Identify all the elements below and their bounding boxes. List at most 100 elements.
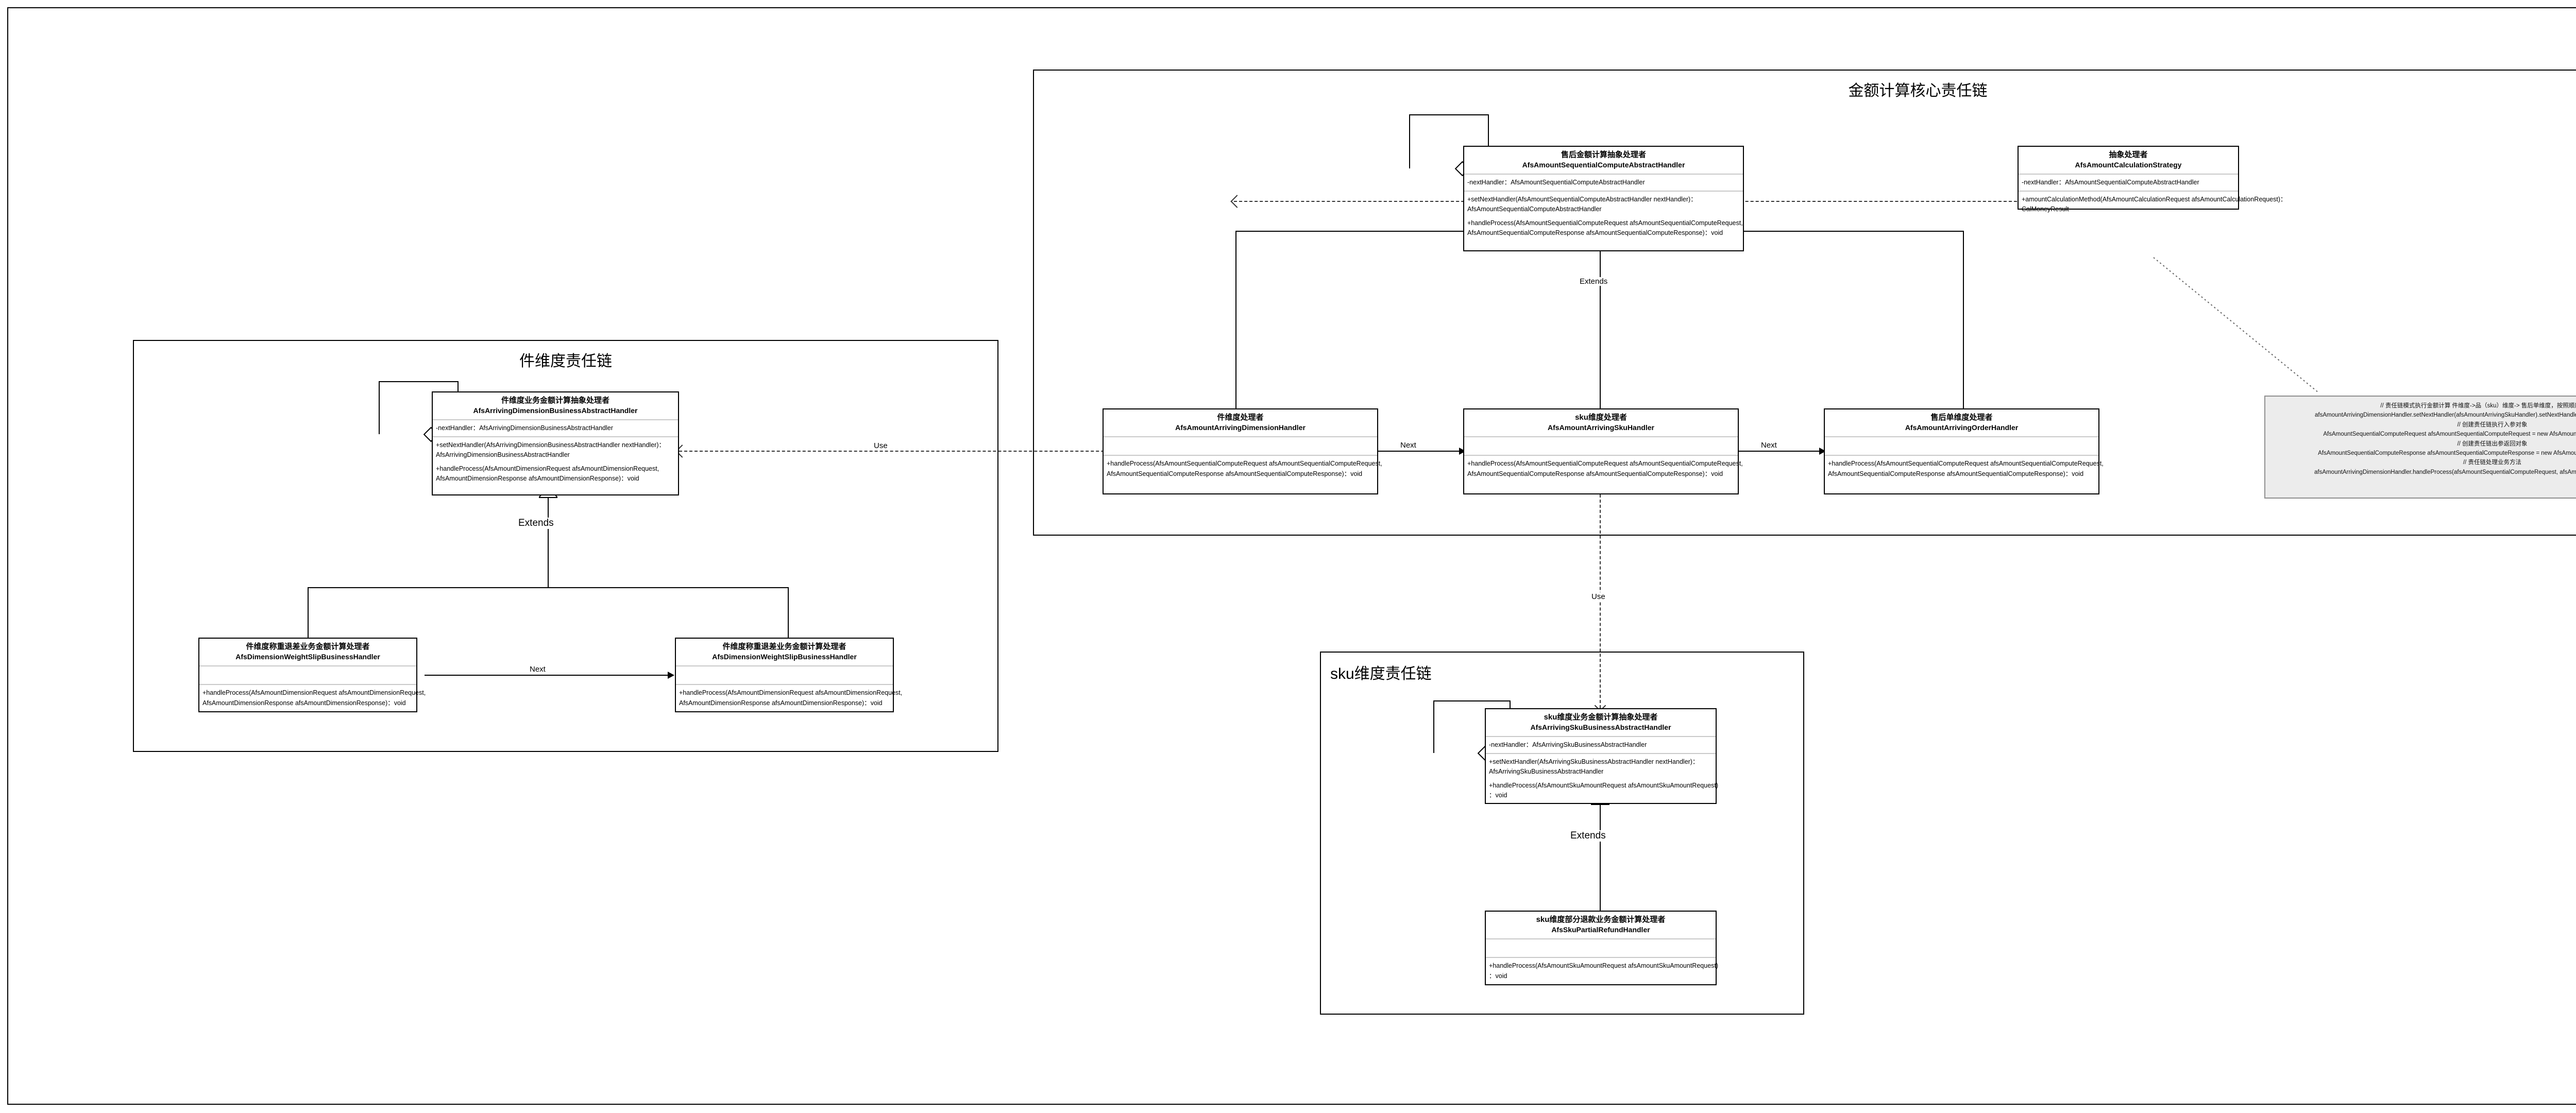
class-afs-amount-calculation-strategy[interactable]: 抽象处理者 AfsAmountCalculationStrategy -next… <box>2018 146 2287 213</box>
class-afs-amount-arriving-sku-handler[interactable]: sku维度处理者 AfsAmountArrivingSkuHandler +ha… <box>1463 408 1743 494</box>
class-attributes: -nextHandler：AfsArrivingSkuBusinessAbstr… <box>1486 737 1716 754</box>
use-line-dimension <box>679 451 1207 452</box>
note-line: afsAmountArrivingDimensionHandler.setNex… <box>2314 412 2576 419</box>
sku-extends-label: Extends <box>1567 830 1609 842</box>
class-afs-sku-partial-refund-handler[interactable]: sku维度部分退款业务金额计算处理者 AfsSkuPartialRefundHa… <box>1485 911 1719 985</box>
use-line-sku <box>1600 494 1601 708</box>
class-title-cn: 件维度称重退差业务金额计算处理者 <box>246 642 370 651</box>
operation-row: +handleProcess(AfsAmountDimensionRequest… <box>679 688 903 708</box>
class-afs-dimension-weight-slip-business-handler-left[interactable]: 件维度称重退差业务金额计算处理者 AfsDimensionWeightSlipB… <box>198 638 426 712</box>
class-afs-amount-arriving-order-handler[interactable]: 售后单维度处理者 AfsAmountArrivingOrderHandler +… <box>1824 408 2104 494</box>
operation-row: +handleProcess(AfsAmountSequentialComput… <box>1467 218 1743 238</box>
group-title-sku-chain: sku维度责任链 <box>1330 665 1432 682</box>
left-extends-label: Extends <box>515 518 557 529</box>
extends-branch-right <box>1963 231 1964 408</box>
class-header: 件维度处理者 AfsAmountArrivingDimensionHandler <box>1104 409 1377 438</box>
class-attributes <box>676 666 893 686</box>
class-attributes <box>1464 437 1738 456</box>
note-line: // 责任链模式执行金额计算 件维度->品（sku）维度-> 售后单维度，按照顺… <box>2380 403 2576 409</box>
code-note: // 责任链模式执行金额计算 件维度->品（sku）维度-> 售后单维度，按照顺… <box>2264 396 2576 499</box>
attribute-row: -nextHandler：AfsAmountSequentialComputeA… <box>2022 179 2199 186</box>
note-line: AfsAmountSequentialComputeResponse afsAm… <box>2318 450 2576 456</box>
left-extends-branch-a <box>308 587 309 638</box>
operation-line: AfsAmountSequentialComputeResponse afsAm… <box>1828 470 2084 477</box>
class-operations: +setNextHandler(AfsAmountSequentialCompu… <box>1464 192 1743 250</box>
class-afs-arriving-dimension-business-abstract[interactable]: 件维度业务金额计算抽象处理者 AfsArrivingDimensionBusin… <box>432 391 679 495</box>
operation-line: CalMoneyResult <box>2022 206 2069 213</box>
operation-line: +setNextHandler(AfsArrivingDimensionBusi… <box>436 441 665 449</box>
class-header: sku维度处理者 AfsAmountArrivingSkuHandler <box>1464 409 1738 438</box>
operation-line: ：void <box>1489 972 1507 980</box>
operation-line: AfsArrivingDimensionBusinessAbstractHand… <box>436 451 570 459</box>
class-header: 件维度业务金额计算抽象处理者 AfsArrivingDimensionBusin… <box>433 392 678 421</box>
class-title-cn: sku维度业务金额计算抽象处理者 <box>1544 713 1658 722</box>
class-operations: +amountCalculationMethod(AfsAmountCalcul… <box>2019 192 2287 219</box>
group-amount-core-chain: 金额计算核心责任链 <box>1033 70 2576 536</box>
class-attributes: -nextHandler：AfsAmountSequentialComputeA… <box>2019 175 2238 192</box>
operation-line: AfsAmountSequentialComputeResponse afsAm… <box>1107 470 1363 477</box>
sku-extends-line <box>1600 802 1601 912</box>
class-afs-arriving-sku-business-abstract[interactable]: sku维度业务金额计算抽象处理者 AfsArrivingSkuBusinessA… <box>1485 708 1719 805</box>
class-operations: +setNextHandler(AfsArrivingSkuBusinessAb… <box>1486 754 1719 805</box>
class-title-cn: sku维度部分退款业务金额计算处理者 <box>1536 915 1666 924</box>
class-header: 件维度称重退差业务金额计算处理者 AfsDimensionWeightSlipB… <box>199 639 416 667</box>
class-operations: +handleProcess(AfsAmountSkuAmountRequest… <box>1486 958 1719 985</box>
class-afs-amount-arriving-dimension-handler[interactable]: 件维度处理者 AfsAmountArrivingDimensionHandler… <box>1103 408 1382 494</box>
operation-line: +handleProcess(AfsAmountDimensionRequest… <box>679 689 903 697</box>
left-next-label: Next <box>527 665 549 674</box>
note-leader-line <box>2153 257 2319 393</box>
operation-line: +handleProcess(AfsAmountSequentialComput… <box>1107 460 1382 468</box>
class-title-cn: 件维度业务金额计算抽象处理者 <box>501 396 609 405</box>
operation-row: +amountCalculationMethod(AfsAmountCalcul… <box>2022 195 2287 215</box>
operation-row: +handleProcess(AfsAmountSequentialComput… <box>1467 459 1743 479</box>
class-attributes <box>1486 939 1716 958</box>
operation-line: +setNextHandler(AfsArrivingSkuBusinessAb… <box>1489 758 1699 765</box>
class-title-en: AfsDimensionWeightSlipBusinessHandler <box>712 653 857 661</box>
left-next-arrowhead <box>668 672 674 679</box>
class-title-en: AfsSkuPartialRefundHandler <box>1551 926 1650 934</box>
class-title-cn: 件维度处理者 <box>1217 413 1264 422</box>
class-header: sku维度业务金额计算抽象处理者 AfsArrivingSkuBusinessA… <box>1486 709 1716 738</box>
left-extends-branch-b <box>788 587 789 638</box>
class-title-en: AfsAmountArrivingOrderHandler <box>1905 423 2019 432</box>
operation-row: +handleProcess(AfsAmountDimensionRequest… <box>202 688 426 708</box>
operation-line: AfsAmountDimensionResponse afsAmountDime… <box>679 699 883 707</box>
class-header: 抽象处理者 AfsAmountCalculationStrategy <box>2019 147 2238 175</box>
operation-line: AfsArrivingSkuBusinessAbstractHandler <box>1489 768 1604 776</box>
class-afs-amount-sequential-abstract[interactable]: 售后金额计算抽象处理者 AfsAmountSequentialComputeAb… <box>1463 146 1744 251</box>
operation-line: +handleProcess(AfsAmountSkuAmountRequest… <box>1489 962 1719 970</box>
class-attributes: -nextHandler：AfsArrivingDimensionBusines… <box>433 420 678 437</box>
note-line: // 创建责任链执行入参对象 <box>2457 421 2528 428</box>
class-attributes <box>199 666 416 686</box>
class-attributes <box>1104 437 1377 456</box>
class-title-cn: 售后金额计算抽象处理者 <box>1561 150 1646 159</box>
class-title-en: AfsArrivingSkuBusinessAbstractHandler <box>1530 723 1671 732</box>
attribute-row: -nextHandler：AfsArrivingDimensionBusines… <box>436 424 613 432</box>
extends-label-core: Extends <box>1577 277 1611 286</box>
note-line: // 创建责任链出参返回对象 <box>2457 440 2528 447</box>
attribute-row: -nextHandler：AfsArrivingSkuBusinessAbstr… <box>1489 741 1647 749</box>
class-title-en: AfsAmountCalculationStrategy <box>2075 161 2182 169</box>
class-operations: +handleProcess(AfsAmountDimensionRequest… <box>676 685 903 712</box>
class-title-en: AfsAmountArrivingDimensionHandler <box>1175 423 1306 432</box>
operation-line: AfsAmountDimensionResponse afsAmountDime… <box>202 699 406 707</box>
class-afs-dimension-weight-slip-business-handler-right[interactable]: 件维度称重退差业务金额计算处理者 AfsDimensionWeightSlipB… <box>675 638 903 712</box>
page-frame <box>7 7 2576 1105</box>
note-line: afsAmountArrivingDimensionHandler.handle… <box>2314 469 2576 475</box>
operation-row: +handleProcess(AfsAmountSkuAmountRequest… <box>1489 961 1719 981</box>
next-label-2: Next <box>1758 441 1780 450</box>
operation-line: +handleProcess(AfsAmountDimensionRequest… <box>436 465 659 472</box>
next-line-2 <box>1737 451 1824 452</box>
left-next-line <box>425 675 672 676</box>
class-attributes: -nextHandler：AfsAmountSequentialComputeA… <box>1464 175 1743 192</box>
operation-line: ：void <box>1489 792 1507 799</box>
operation-row: +handleProcess(AfsAmountSequentialComput… <box>1107 459 1382 479</box>
next-label-1: Next <box>1397 441 1419 450</box>
operation-line: +handleProcess(AfsAmountSkuAmountRequest… <box>1489 781 1719 789</box>
class-operations: +handleProcess(AfsAmountDimensionRequest… <box>199 685 426 712</box>
left-extends-stem2 <box>548 547 549 587</box>
operation-row: +handleProcess(AfsAmountSequentialComput… <box>1828 459 2104 479</box>
class-header: sku维度部分退款业务金额计算处理者 AfsSkuPartialRefundHa… <box>1486 912 1716 940</box>
class-title-cn: 件维度称重退差业务金额计算处理者 <box>722 642 846 651</box>
